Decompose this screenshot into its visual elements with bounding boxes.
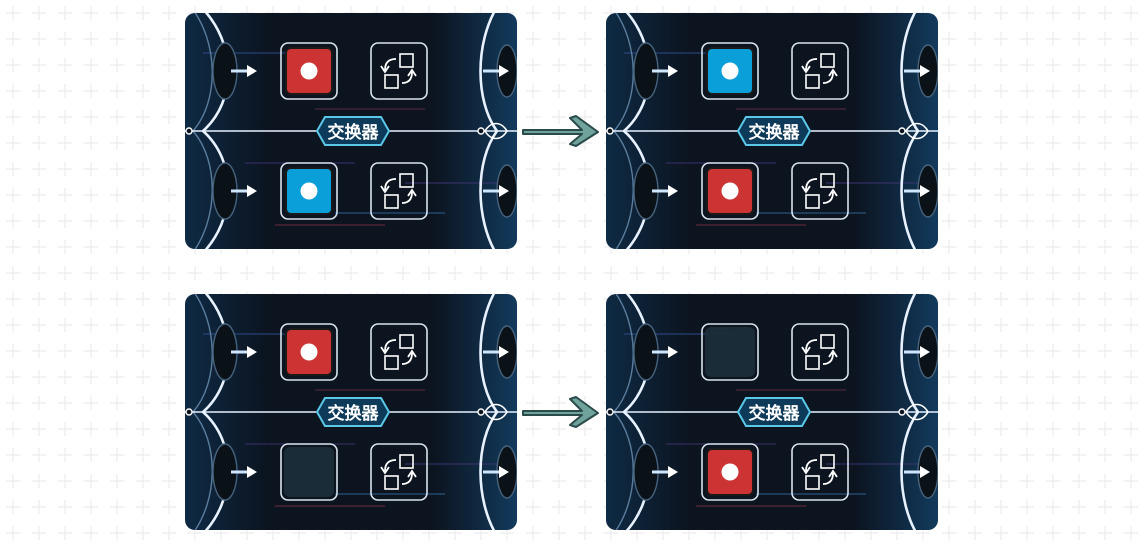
input-arrow-icon-bottom	[231, 185, 257, 197]
card-label: 交换器	[736, 116, 812, 146]
cube-slot-bottom	[701, 443, 759, 501]
cube-slot-top	[280, 323, 338, 381]
cube-slot-top	[701, 42, 759, 100]
card-title: 交换器	[749, 122, 801, 143]
cube-slot-bottom	[280, 162, 338, 220]
cube-slot-bottom	[701, 162, 759, 220]
swapper-card-2-before: 交换器	[185, 294, 517, 530]
input-arrow-icon-top	[231, 346, 257, 358]
swap-icon	[791, 162, 849, 220]
cube-pip	[721, 463, 739, 481]
output-arrow-icon-top	[904, 346, 930, 358]
input-arrow-icon-top	[652, 65, 678, 77]
cube-slot-top	[701, 323, 759, 381]
swapper-card-1-after: 交换器	[606, 13, 938, 249]
card-label: 交换器	[315, 116, 391, 146]
output-arrow-icon-top	[904, 65, 930, 77]
card-title: 交换器	[328, 403, 380, 424]
swapper-card-2-after: 交换器	[606, 294, 938, 530]
input-arrow-icon-bottom	[652, 466, 678, 478]
empty-slot	[705, 327, 755, 377]
card-label: 交换器	[736, 397, 812, 427]
input-arrow-icon-bottom	[231, 466, 257, 478]
cube-pip	[300, 182, 318, 200]
input-arrow-icon-top	[652, 346, 678, 358]
swap-icon	[791, 443, 849, 501]
input-arrow-icon-top	[231, 65, 257, 77]
transition-arrow-icon	[522, 396, 599, 428]
card-title: 交换器	[749, 403, 801, 424]
card-label: 交换器	[315, 397, 391, 427]
output-arrow-icon-bottom	[904, 185, 930, 197]
swap-icon	[791, 42, 849, 100]
swapper-card-1-before: 交换器	[185, 13, 517, 249]
output-arrow-icon-top	[483, 65, 509, 77]
cube-pip	[300, 62, 318, 80]
cube-slot-top	[280, 42, 338, 100]
input-arrow-icon-bottom	[652, 185, 678, 197]
output-arrow-icon-bottom	[483, 466, 509, 478]
transition-arrow-icon	[522, 115, 599, 147]
swap-icon	[370, 443, 428, 501]
swap-icon	[370, 42, 428, 100]
swap-icon	[791, 323, 849, 381]
empty-slot	[284, 447, 334, 497]
cube-pip	[300, 343, 318, 361]
output-arrow-icon-top	[483, 346, 509, 358]
swap-icon	[370, 162, 428, 220]
swap-icon	[370, 323, 428, 381]
output-arrow-icon-bottom	[904, 466, 930, 478]
card-title: 交换器	[328, 122, 380, 143]
output-arrow-icon-bottom	[483, 185, 509, 197]
cube-pip	[721, 62, 739, 80]
cube-slot-bottom	[280, 443, 338, 501]
cube-pip	[721, 182, 739, 200]
